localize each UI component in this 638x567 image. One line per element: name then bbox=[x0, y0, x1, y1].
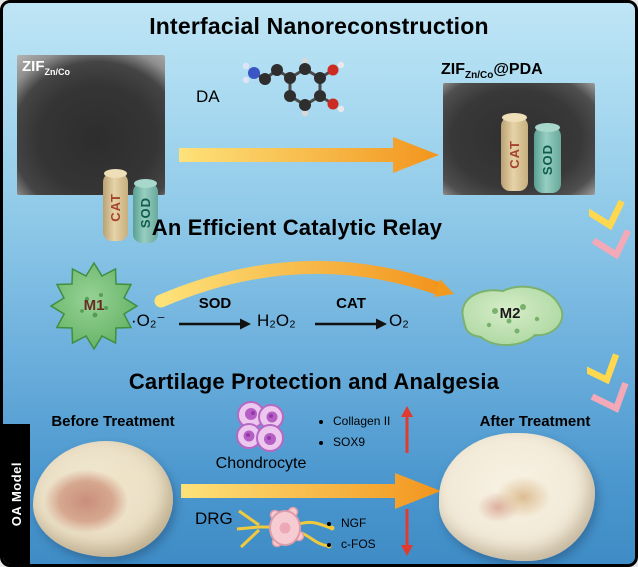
flow-down-arrows-icon bbox=[589, 199, 632, 260]
catalytic-relay-arrow-icon bbox=[154, 260, 454, 308]
superoxide-label: ·O₂⁻ bbox=[131, 311, 166, 330]
reconstruction-arrow-icon bbox=[179, 137, 439, 173]
oa-model-label: OA Model bbox=[9, 461, 24, 527]
sod-enzyme-label: SOD bbox=[198, 295, 232, 312]
m1-label: M1 bbox=[83, 297, 105, 314]
upregulation-arrow-icon bbox=[401, 406, 413, 453]
section2-title: An Efficient Catalytic Relay bbox=[151, 215, 443, 240]
m2-macrophage-icon bbox=[461, 285, 564, 346]
tem-image-zif: ZIFZn/Co CAT SOD bbox=[17, 55, 165, 243]
drg-marker-list: NGF c-FOS bbox=[325, 513, 376, 555]
flow-down-arrows-icon bbox=[587, 353, 629, 413]
h2o2-label: H₂O₂ bbox=[257, 311, 296, 330]
cat-enzyme-label: CAT bbox=[336, 295, 366, 312]
list-item: SOX9 bbox=[333, 432, 390, 453]
o2-label: O₂ bbox=[389, 311, 409, 330]
section3-title: Cartilage Protection and Analgesia bbox=[128, 369, 500, 394]
chondrocyte-marker-list: Collagen II SOX9 bbox=[317, 411, 390, 453]
chondrocyte-label: Chondrocyte bbox=[215, 455, 307, 472]
treatment-arrow-icon bbox=[181, 473, 441, 509]
zif-label: ZIFZn/Co bbox=[22, 58, 70, 77]
list-item: Collagen II bbox=[333, 411, 390, 432]
m2-label: M2 bbox=[499, 305, 521, 322]
sod-reaction-arrow-icon bbox=[179, 318, 251, 330]
zif-pda-label: ZIFZn/Co@PDA bbox=[441, 61, 543, 82]
dopamine-molecule-icon bbox=[242, 57, 345, 117]
cat-cylinder-icon: CAT bbox=[501, 113, 528, 191]
sod-cylinder-icon: SOD bbox=[534, 123, 561, 193]
section1-title: Interfacial Nanoreconstruction bbox=[149, 13, 489, 39]
chondrocyte-icon bbox=[236, 401, 284, 452]
drg-neuron-icon bbox=[236, 506, 335, 549]
knee-photo-before bbox=[33, 441, 173, 557]
downregulation-arrow-icon bbox=[401, 509, 413, 556]
after-treatment-label: After Treatment bbox=[479, 413, 591, 430]
oa-model-bar: OA Model bbox=[3, 424, 30, 564]
before-treatment-label: Before Treatment bbox=[51, 413, 175, 430]
drg-label: DRG bbox=[195, 509, 233, 528]
sod-cylinder-icon: SOD bbox=[133, 179, 158, 243]
dopamine-label: DA bbox=[196, 87, 220, 106]
list-item: c-FOS bbox=[341, 534, 376, 555]
list-item: NGF bbox=[341, 513, 376, 534]
cat-cylinder-icon: CAT bbox=[103, 169, 128, 241]
m1-macrophage-icon bbox=[49, 261, 139, 351]
cat-reaction-arrow-icon bbox=[315, 318, 387, 330]
knee-photo-after bbox=[439, 433, 595, 561]
